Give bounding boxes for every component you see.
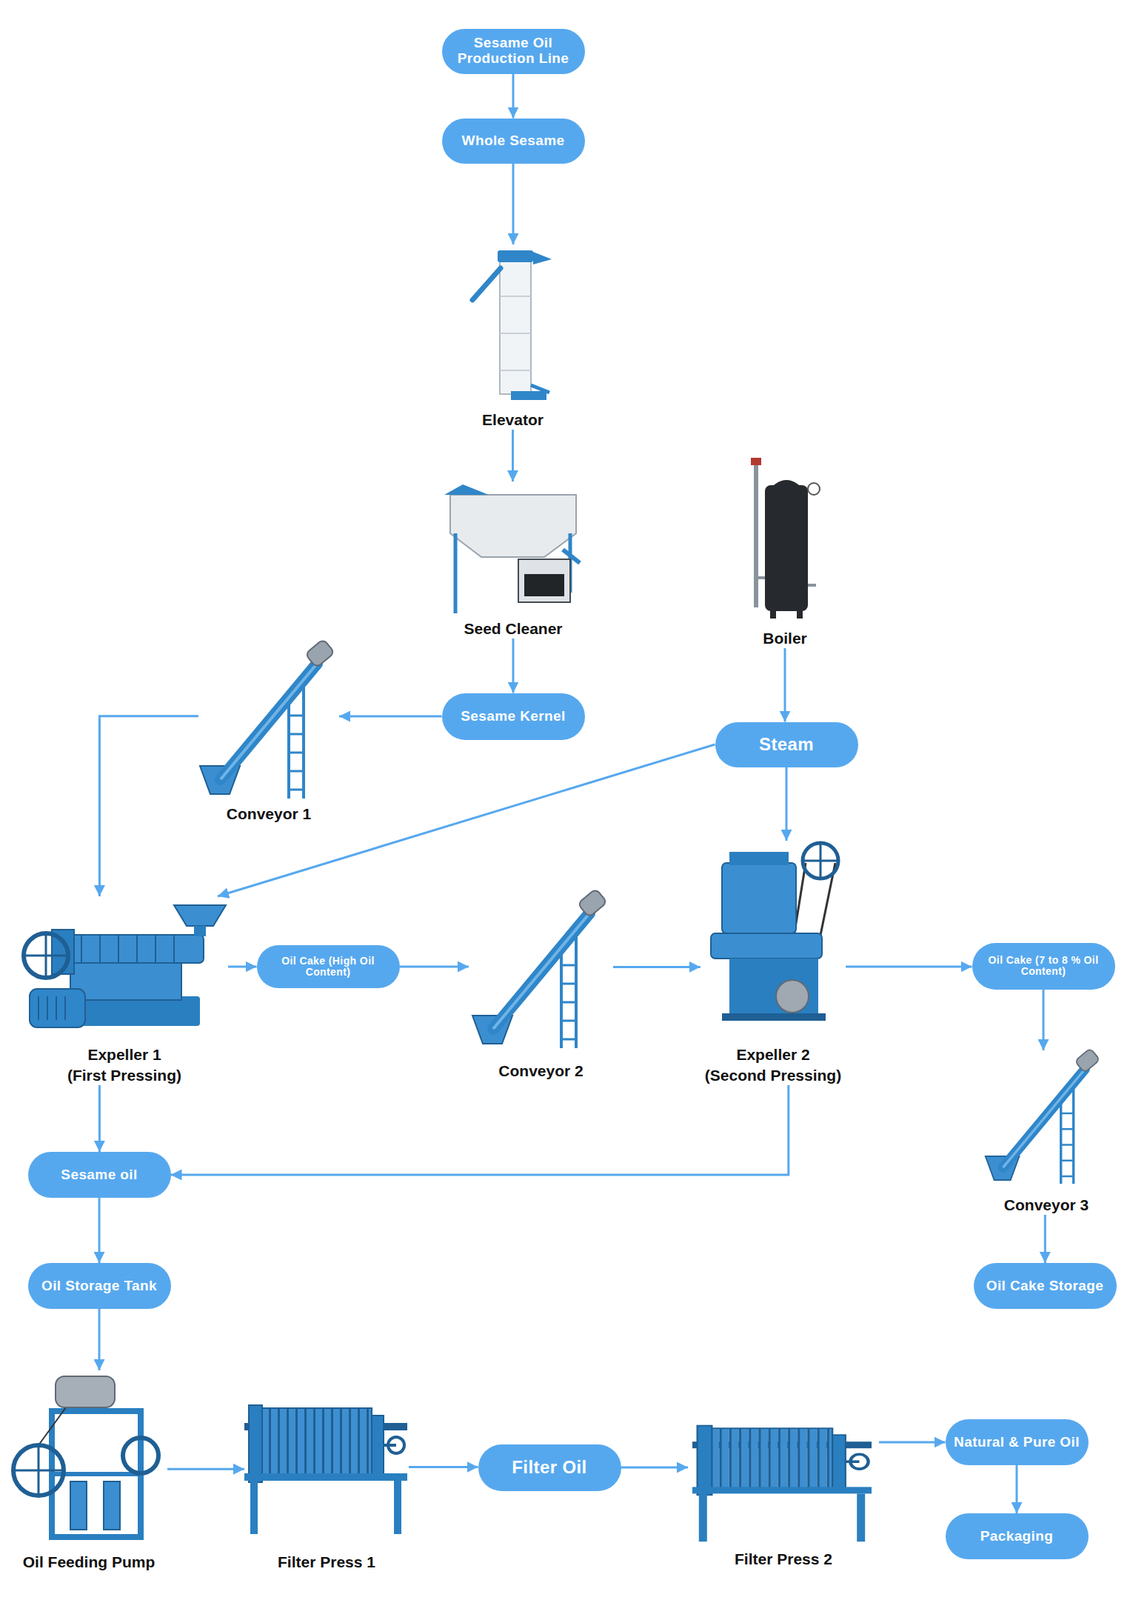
equipment-node: Oil Feeding Pump	[10, 1369, 168, 1572]
flow-arrow	[1042, 989, 1045, 1051]
caption-stack: Conveyor 2	[468, 1060, 614, 1081]
flow-arrow	[1044, 1214, 1047, 1263]
flow-arrow	[878, 1441, 946, 1444]
conveyor-illustration	[985, 1047, 1101, 1184]
equipment-label: (Second Pressing)	[704, 1064, 842, 1085]
equipment-node: Conveyor 1	[198, 641, 340, 824]
caption-stack: Filter Press 1	[244, 1551, 409, 1572]
equipment-label: Conveyor 3	[1004, 1194, 1089, 1215]
pill-text: Natural & Pure Oil	[953, 1434, 1082, 1450]
equipment-label: Boiler	[762, 627, 808, 648]
flow-arrow	[399, 965, 470, 968]
pill-text: Steam	[722, 734, 851, 754]
pill-text: Whole Sesame	[449, 133, 578, 149]
flow-arrow	[613, 965, 701, 968]
flow-arrow	[845, 964, 972, 968]
process-pill: Filter Oil	[478, 1443, 622, 1491]
equipment-label: Oil Feeding Pump	[22, 1551, 156, 1572]
equipment-label: Elevator	[482, 409, 544, 430]
flow-arrow	[1015, 1464, 1019, 1513]
pill-text: Oil Cake (7 to 8 % Oil Content)	[979, 954, 1108, 977]
pill-text: Sesame Oil Production Line	[449, 35, 578, 66]
conveyor-illustration	[472, 888, 608, 1048]
equipment-node: Conveyor 3	[984, 1050, 1109, 1215]
caption-stack: Filter Press 2	[687, 1548, 879, 1569]
seed-cleaner-illustration	[444, 484, 580, 614]
equipment-node: Boiler	[740, 451, 830, 648]
flow-arrow	[512, 74, 515, 119]
flow-arrow	[99, 716, 199, 897]
equipment-node: Expeller 2(Second Pressing)	[700, 840, 846, 1085]
pill-text: Oil Cake Storage	[981, 1278, 1110, 1294]
equipment-label: Expeller 1	[87, 1044, 161, 1065]
pill-text: Oil Storage Tank	[35, 1278, 164, 1294]
pill-text: Sesame oil	[35, 1167, 164, 1183]
process-pill: Oil Cake Storage	[973, 1262, 1117, 1309]
equipment-node: Conveyor 2	[468, 890, 614, 1081]
pill-text: Packaging	[953, 1528, 1082, 1544]
expeller-illustration	[23, 904, 226, 1028]
filter-press-illustration	[244, 1404, 408, 1534]
process-pill: Oil Storage Tank	[28, 1262, 172, 1309]
equipment-node: Filter Press 2	[687, 1420, 879, 1569]
process-pill: Packaging	[945, 1512, 1089, 1559]
equipment-node: Filter Press 1	[244, 1399, 409, 1572]
flow-arrow	[511, 429, 514, 482]
equipment-label: Filter Press 2	[734, 1548, 833, 1569]
caption-stack: Seed Cleaner	[444, 618, 583, 639]
flow-arrow	[98, 1084, 101, 1152]
process-pill: Whole Sesame	[442, 118, 585, 164]
boiler-illustration	[750, 457, 820, 619]
process-pill: Steam	[715, 721, 859, 768]
flow-arrow	[512, 638, 515, 694]
flow-arrow	[408, 1465, 479, 1468]
process-pill: Sesame Kernel	[442, 693, 585, 740]
flow-arrow	[784, 647, 787, 722]
caption-stack: Conveyor 1	[198, 803, 340, 824]
equipment-label: Conveyor 2	[498, 1060, 583, 1081]
flow-arrow	[98, 1197, 101, 1263]
caption-stack: Oil Feeding Pump	[10, 1551, 168, 1572]
equipment-label: Expeller 2	[736, 1044, 810, 1065]
process-pill: Sesame oil	[28, 1151, 172, 1198]
flow-arrow	[171, 1084, 789, 1175]
caption-stack: Boiler	[740, 627, 830, 648]
process-pill: Sesame Oil Production Line	[442, 28, 585, 75]
pill-text: Filter Oil	[485, 1457, 614, 1477]
equipment-node: Seed Cleaner	[444, 481, 583, 639]
flow-arrow	[785, 767, 788, 842]
caption-stack: Expeller 2(Second Pressing)	[700, 1044, 846, 1085]
process-pill: Oil Cake (7 to 8 % Oil Content)	[972, 942, 1116, 990]
flow-arrow	[512, 163, 515, 246]
caption-stack: Conveyor 3	[984, 1194, 1109, 1215]
equipment-label: Filter Press 1	[277, 1551, 376, 1572]
equipment-label: (First Pressing)	[67, 1064, 182, 1085]
caption-stack: Elevator	[464, 409, 562, 430]
flow-arrow	[98, 1308, 101, 1370]
equipment-label: Conveyor 1	[226, 803, 312, 824]
flow-arrow	[217, 744, 716, 897]
expeller-illustration	[710, 842, 839, 1021]
equipment-label: Seed Cleaner	[463, 618, 563, 639]
flow-arrow	[621, 1466, 689, 1469]
filter-press-illustration	[692, 1425, 872, 1542]
process-pill: Natural & Pure Oil	[945, 1418, 1089, 1465]
process-pill: Oil Cake (High Oil Content)	[256, 944, 400, 988]
elevator-illustration	[472, 250, 552, 400]
flow-arrow	[167, 1467, 245, 1470]
flow-arrow	[339, 715, 443, 718]
conveyor-illustration	[199, 639, 335, 799]
caption-stack: Expeller 1(First Pressing)	[20, 1044, 229, 1085]
flow-arrow	[228, 965, 257, 968]
oil-pump-illustration	[13, 1375, 159, 1537]
equipment-node: Elevator	[464, 244, 562, 430]
equipment-node: Expeller 1(First Pressing)	[20, 896, 229, 1085]
pill-text: Oil Cake (High Oil Content)	[264, 955, 393, 978]
pill-text: Sesame Kernel	[449, 708, 578, 725]
